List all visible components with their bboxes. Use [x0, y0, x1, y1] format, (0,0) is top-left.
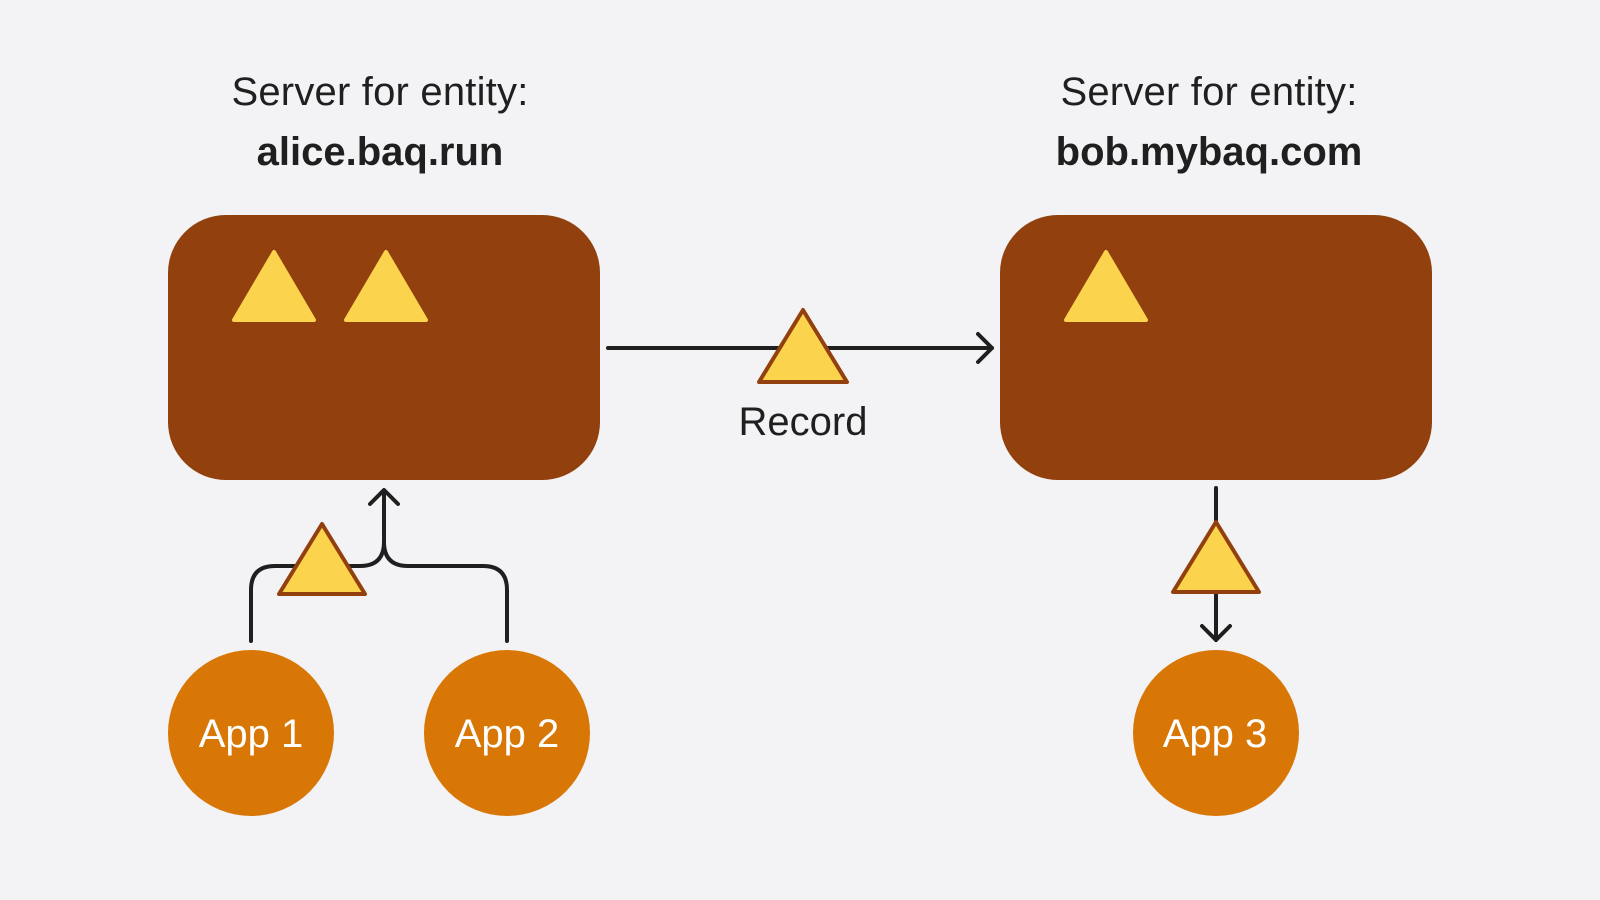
app-connectors-alice — [249, 488, 509, 643]
record-label: Record — [738, 400, 868, 444]
server-caption-alice: Server for entity: — [231, 70, 529, 114]
app-label-2: App 2 — [454, 712, 560, 756]
app-circle-3 — [1133, 650, 1299, 816]
arrow-head-icon — [368, 488, 400, 506]
record-icon-alice-1 — [232, 250, 316, 322]
app-circle-2 — [424, 650, 590, 816]
record-icon-bob-1 — [1064, 250, 1148, 322]
arrow-head-icon — [1200, 624, 1232, 642]
record-icon-download — [1171, 520, 1261, 594]
record-icon-transit — [757, 308, 849, 384]
server-title-alice: Server for entity: alice.baq.run — [170, 72, 590, 172]
server-caption-bob: Server for entity: — [1060, 70, 1358, 114]
server-entity-bob: bob.mybaq.com — [1055, 130, 1363, 174]
server-box-bob — [1000, 215, 1432, 480]
record-icon-alice-2 — [344, 250, 428, 322]
arrow-head-icon — [976, 332, 994, 364]
app-circle-1 — [168, 650, 334, 816]
record-icon-upload — [277, 522, 367, 596]
server-title-bob: Server for entity: bob.mybaq.com — [999, 72, 1419, 172]
app-label-3: App 3 — [1162, 712, 1268, 756]
server-entity-alice: alice.baq.run — [256, 130, 504, 174]
app-label-1: App 1 — [198, 712, 304, 756]
